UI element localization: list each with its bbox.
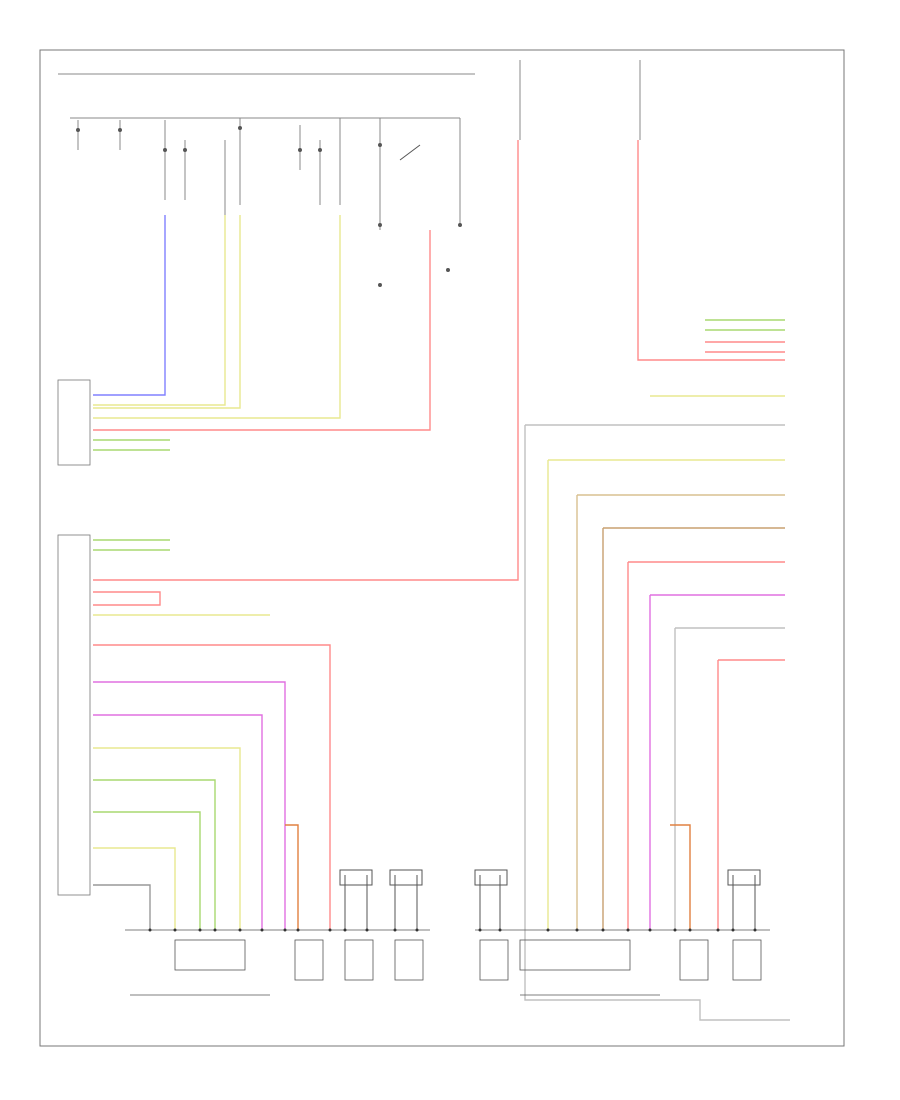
wire-gray-right: [524, 425, 790, 1021]
wire-red-right-1: [93, 140, 519, 581]
diagram-frame: [39, 49, 845, 1047]
wire-bundle-right-lower: [547, 459, 785, 930]
wire-bundle-right-top: [650, 319, 785, 397]
left-control-module-upper: [57, 379, 91, 466]
wire-blue: [93, 215, 166, 396]
sensors-bottom-right: [474, 869, 761, 930]
wire-yellow-group: [93, 215, 341, 419]
terminal-dots: [148, 928, 757, 932]
wire-orange: [285, 824, 691, 930]
wire-red-right-2: [637, 140, 785, 361]
wire-bundle-left-lower: [93, 644, 331, 930]
ground-bus-top: [58, 73, 475, 230]
wire-left-lower-short: [93, 539, 270, 616]
fuse-feeds-right: [519, 60, 641, 140]
left-control-module-lower: [57, 534, 91, 896]
sensors-bottom-left: [339, 869, 423, 930]
connectors-bottom: [125, 929, 770, 996]
wire-red-top: [93, 230, 431, 431]
wire-green-stubs: [93, 439, 170, 451]
switch-symbols: [76, 126, 462, 287]
